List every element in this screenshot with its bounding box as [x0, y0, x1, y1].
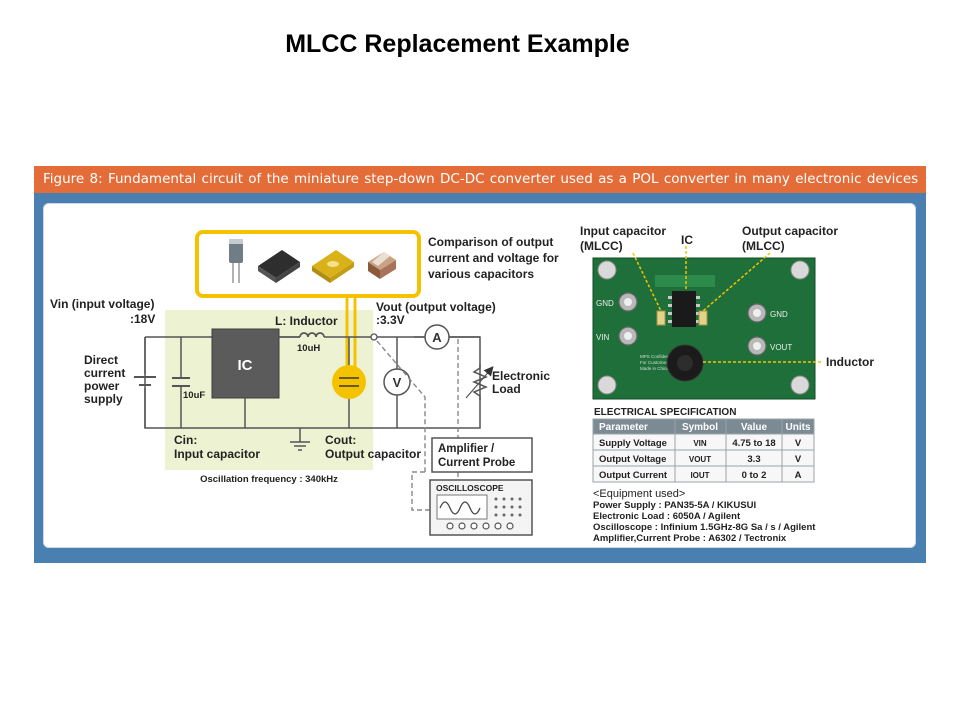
electrical-spec: ELECTRICAL SPECIFICATION Parameter Symbo…: [592, 407, 815, 483]
spec-col-parameter: Parameter: [599, 422, 648, 433]
equipment-line: Oscilloscope : Infinium 1.5GHz-8G Sa / s…: [593, 522, 816, 533]
board-output-mlcc: [698, 310, 708, 326]
input-cap-callout: Input capacitor (MLCC): [580, 224, 669, 253]
oscilloscope-label: OSCILLOSCOPE: [436, 483, 504, 493]
circuit-schematic: Comparison of output current and voltage…: [50, 230, 562, 536]
supply-line: power: [84, 379, 120, 393]
equipment-line: Amplifier,Current Probe : A6302 / Tectro…: [593, 533, 787, 544]
comparison-line: Comparison of output: [428, 235, 553, 249]
vout-label: Vout (output voltage): [376, 300, 496, 314]
load-line: Load: [492, 382, 521, 396]
spec-col-symbol: Symbol: [682, 422, 718, 433]
load-resistor-symbol: [472, 364, 488, 400]
mlcc-capacitor-icon: [368, 252, 396, 279]
cin-line: Input capacitor: [174, 447, 260, 461]
inductor-value: 10uH: [297, 343, 320, 354]
vin-value: :18V: [130, 312, 155, 326]
voltmeter-symbol: [383, 368, 411, 396]
silk-vin: VIN: [596, 333, 610, 342]
probe-line: Current Probe: [438, 457, 515, 469]
spec-cell: Supply Voltage: [599, 438, 667, 449]
spec-heading: ELECTRICAL SPECIFICATION: [594, 407, 736, 418]
ammeter-label: A: [432, 330, 442, 345]
vout-value: :3.3V: [376, 313, 405, 327]
spec-cell: Output Voltage: [599, 454, 666, 465]
ground-symbol: [290, 441, 310, 451]
evaluation-board: GND VIN GND VOUT MPS Confidential For Cu…: [580, 224, 874, 400]
inductor-label: L: Inductor: [275, 314, 338, 328]
oscilloscope-device: OSCILLOSCOPE: [429, 479, 533, 536]
silk-note: MPS Confidential For Customer Use Only M…: [640, 354, 689, 371]
dc-supply-symbol: [134, 376, 156, 386]
spec-cell: IOUT: [690, 471, 709, 480]
equipment-lines: Power Supply : PAN35-5A / KIKUSUI Electr…: [593, 500, 818, 544]
cin-capacitor-symbol: [172, 377, 190, 387]
mounting-hole: [790, 375, 810, 395]
output-cap-callout: Output capacitor (MLCC): [742, 224, 841, 253]
cout-line: Cout:: [325, 433, 356, 447]
mounting-hole: [597, 375, 617, 395]
mounting-hole: [597, 260, 617, 280]
equipment-line: Electronic Load : 6050A / Agilent: [593, 511, 741, 522]
equipment-list: <Equipment used> Power Supply : PAN35-5A…: [593, 488, 818, 544]
silk-vout: VOUT: [770, 343, 792, 352]
oscillation-frequency: Oscillation frequency : 340kHz: [200, 474, 338, 485]
load-line: Electronic: [492, 369, 550, 383]
page-title: MLCC Replacement Example: [285, 30, 630, 58]
spec-cell: Output Current: [599, 470, 668, 481]
cout-line: Output capacitor: [325, 447, 421, 461]
ic-label: IC: [238, 357, 253, 374]
spec-col-value: Value: [741, 422, 768, 433]
silk-gnd-left: GND: [596, 299, 614, 308]
vin-label: Vin (input voltage): [50, 297, 154, 311]
capacitor-comparison-box: [195, 230, 421, 298]
cout-highlight: [332, 365, 366, 399]
comparison-line: current and voltage for: [428, 251, 559, 265]
cin-line: Cin:: [174, 433, 197, 447]
equipment-heading: <Equipment used>: [593, 488, 685, 500]
probe-line: Amplifier /: [438, 443, 495, 455]
spec-cell: 0 to 2: [742, 470, 767, 481]
comparison-text: Comparison of output current and voltage…: [428, 235, 562, 281]
voltmeter-label: V: [393, 375, 402, 390]
load-label: Electronic Load: [492, 369, 553, 396]
spec-cell: V: [795, 454, 802, 465]
cin-label: Cin: Input capacitor: [174, 433, 260, 461]
supply-line: current: [84, 366, 125, 380]
cout-capacitor-symbol: [339, 377, 359, 387]
silk-gnd-right: GND: [770, 310, 788, 319]
board-ic-chip: [672, 291, 696, 327]
spec-cell: VIN: [693, 439, 707, 448]
electrolytic-capacitor-icon: [229, 239, 243, 283]
amplifier-box: [431, 437, 533, 473]
board-input-mlcc: [656, 310, 666, 326]
cin-value: 10uF: [183, 390, 205, 401]
vout-node: [370, 333, 378, 341]
equipment-line: Power Supply : PAN35-5A / KIKUSUI: [593, 500, 756, 511]
ammeter-symbol: [424, 324, 450, 350]
spec-cell: V: [795, 438, 802, 449]
supply-label: Direct current power supply: [84, 353, 129, 406]
mounting-hole: [790, 260, 810, 280]
amplifier-label: Amplifier / Current Probe: [438, 443, 515, 469]
comparison-line: various capacitors: [428, 267, 534, 281]
cout-label: Cout: Output capacitor: [325, 433, 421, 461]
ic-block: [211, 328, 280, 399]
inductor-symbol: [299, 332, 325, 338]
spec-cell: A: [795, 470, 802, 481]
spec-cell: VOUT: [689, 455, 711, 464]
figure-caption: Figure 8: Fundamental circuit of the min…: [34, 166, 926, 193]
ic-callout: IC: [681, 233, 693, 247]
spec-col-units: Units: [786, 422, 811, 433]
tantalum-capacitor-icon: [258, 250, 300, 283]
inductor-callout: Inductor: [826, 355, 874, 369]
spec-cell: 3.3: [747, 454, 760, 465]
spec-cell: 4.75 to 18: [732, 438, 775, 449]
supply-line: Direct: [84, 353, 118, 367]
supply-line: supply: [84, 392, 123, 406]
polymer-capacitor-icon: [312, 250, 354, 283]
